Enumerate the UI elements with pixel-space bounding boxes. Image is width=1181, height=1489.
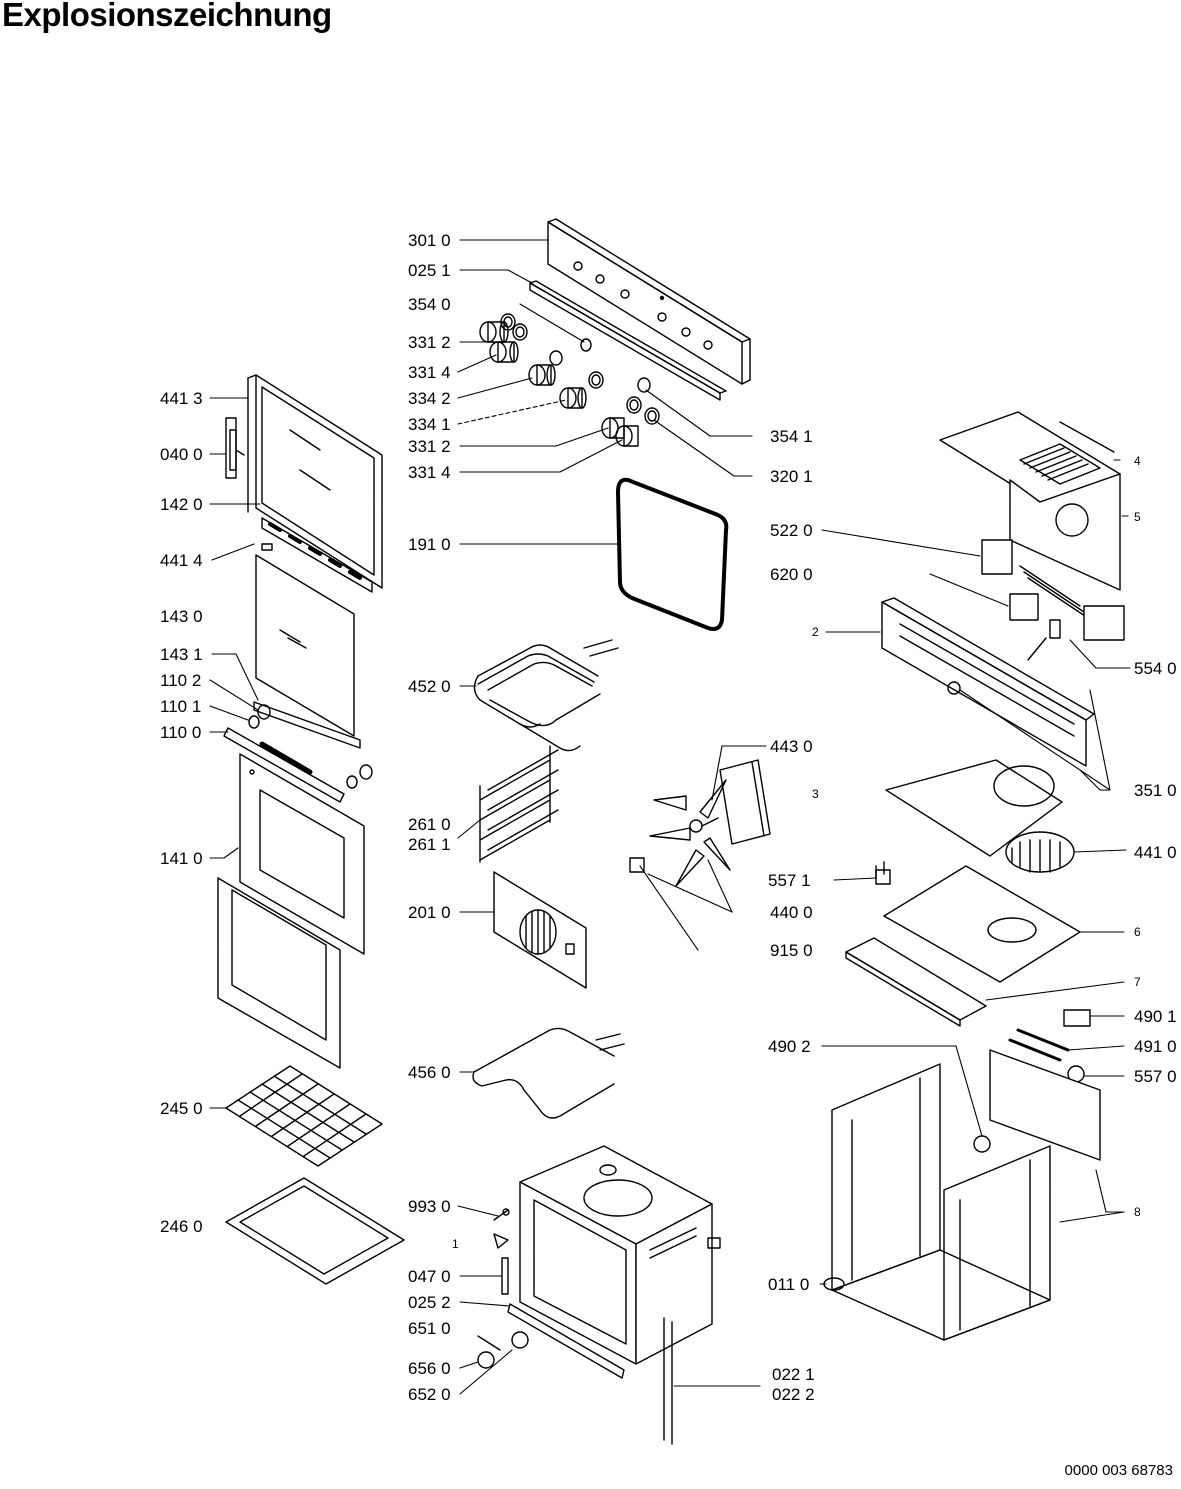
part-label: 2 (812, 625, 819, 639)
part-label: 441 0 (1134, 843, 1177, 862)
part-label: 440 0 (770, 903, 813, 922)
part-label: 142 0 (160, 495, 203, 514)
door-gasket-part (616, 477, 729, 631)
outer-door-panel-part (239, 753, 365, 955)
part-label: 110 2 (160, 671, 201, 690)
part-label: 331 4 (408, 363, 451, 382)
baking-tray-part (225, 1177, 405, 1285)
part-label: 522 0 (770, 521, 813, 540)
part-label: 351 0 (1134, 781, 1177, 800)
knobs-part (479, 313, 660, 447)
part-label: 620 0 (770, 565, 813, 584)
fan-cover-part (493, 871, 587, 989)
part-label: 7 (1134, 975, 1141, 989)
part-label: 261 0 (408, 815, 451, 834)
part-label: 110 1 (160, 697, 201, 716)
oven-cavity-part (519, 1145, 721, 1365)
part-label: 025 1 (408, 261, 451, 280)
inner-glass-part (255, 554, 355, 737)
part-label: 047 0 (408, 1267, 451, 1286)
part-label: 143 0 (160, 607, 203, 626)
door-hinge-part (225, 417, 245, 479)
door-outer-frame-part (247, 374, 383, 589)
part-label: 141 0 (160, 849, 203, 868)
part-label: 915 0 (770, 941, 813, 960)
part-label: 490 1 (1134, 1007, 1177, 1026)
switches-part (981, 539, 1125, 661)
spacer-strip-part (261, 517, 373, 593)
part-label: 191 0 (408, 535, 451, 554)
part-label: 334 1 (408, 415, 451, 434)
part-label: 652 0 (408, 1385, 451, 1404)
part-label: 320 1 (770, 467, 813, 486)
part-label: 452 0 (408, 677, 451, 696)
document-number: 0000 003 68783 (1064, 1462, 1173, 1479)
part-label: 201 0 (408, 903, 451, 922)
part-label: 6 (1134, 925, 1141, 939)
part-label: 441 4 (160, 551, 203, 570)
part-label: 651 0 (408, 1319, 451, 1338)
part-label: 491 0 (1134, 1037, 1177, 1056)
fan-motor-part (629, 759, 771, 887)
top-heating-element-part (473, 639, 619, 752)
part-label: 557 0 (1134, 1067, 1177, 1086)
control-panel-part (547, 218, 751, 385)
part-label: 554 0 (1134, 659, 1177, 678)
part-label: 261 1 (408, 835, 451, 854)
part-label: 656 0 (408, 1359, 451, 1378)
part-label: 8 (1134, 1205, 1141, 1219)
part-label: 490 2 (768, 1037, 811, 1056)
part-label: 557 1 (768, 871, 811, 890)
insulation-plate-part (845, 865, 1081, 1027)
part-label: 331 2 (408, 333, 451, 352)
casing-part (831, 1049, 1101, 1341)
top-frame-part (939, 411, 1121, 591)
fan-housing-part (885, 759, 1075, 873)
part-label: 022 1 (772, 1365, 815, 1384)
control-housing-part (881, 597, 1095, 767)
bottom-heating-element-part (472, 1027, 625, 1119)
part-label: 354 1 (770, 427, 813, 446)
part-label: 3 (812, 787, 819, 801)
part-label: 993 0 (408, 1197, 451, 1216)
part-label: 246 0 (160, 1217, 203, 1236)
part-label: 334 2 (408, 389, 451, 408)
page-title: Explosionszeichnung (2, 0, 332, 33)
part-label: 4 (1134, 454, 1141, 468)
part-label: 331 2 (408, 437, 451, 456)
part-label: 301 0 (408, 231, 451, 250)
thermostat-part (875, 861, 891, 885)
part-labels: 301 0 025 1 354 0 331 2 331 4 334 2 334 … (160, 231, 1177, 1404)
part-label: 443 0 (770, 737, 813, 756)
part-label: 354 0 (408, 295, 451, 314)
leader-lines (209, 239, 1131, 1395)
part-label: 022 2 (772, 1385, 815, 1404)
panel-bracket-part (529, 280, 727, 401)
terminal-block-part (1008, 1009, 1091, 1083)
part-label: 456 0 (408, 1063, 451, 1082)
part-label: 011 0 (768, 1275, 809, 1294)
door-back-frame-part (217, 877, 341, 1069)
handle-rod-part (223, 704, 373, 803)
part-label: 5 (1134, 510, 1141, 524)
part-label: 441 3 (160, 389, 203, 408)
part-label: 110 0 (160, 723, 201, 742)
part-label: 143 1 (160, 645, 203, 664)
part-label: 1 (452, 1237, 459, 1251)
grill-rack-part (225, 1065, 383, 1167)
part-label: 245 0 (160, 1099, 203, 1118)
part-label: 025 2 (408, 1293, 451, 1312)
side-rack-part (479, 745, 559, 863)
part-label: 331 4 (408, 463, 451, 482)
part-label: 040 0 (160, 445, 203, 464)
small-fittings-part (477, 1208, 673, 1445)
